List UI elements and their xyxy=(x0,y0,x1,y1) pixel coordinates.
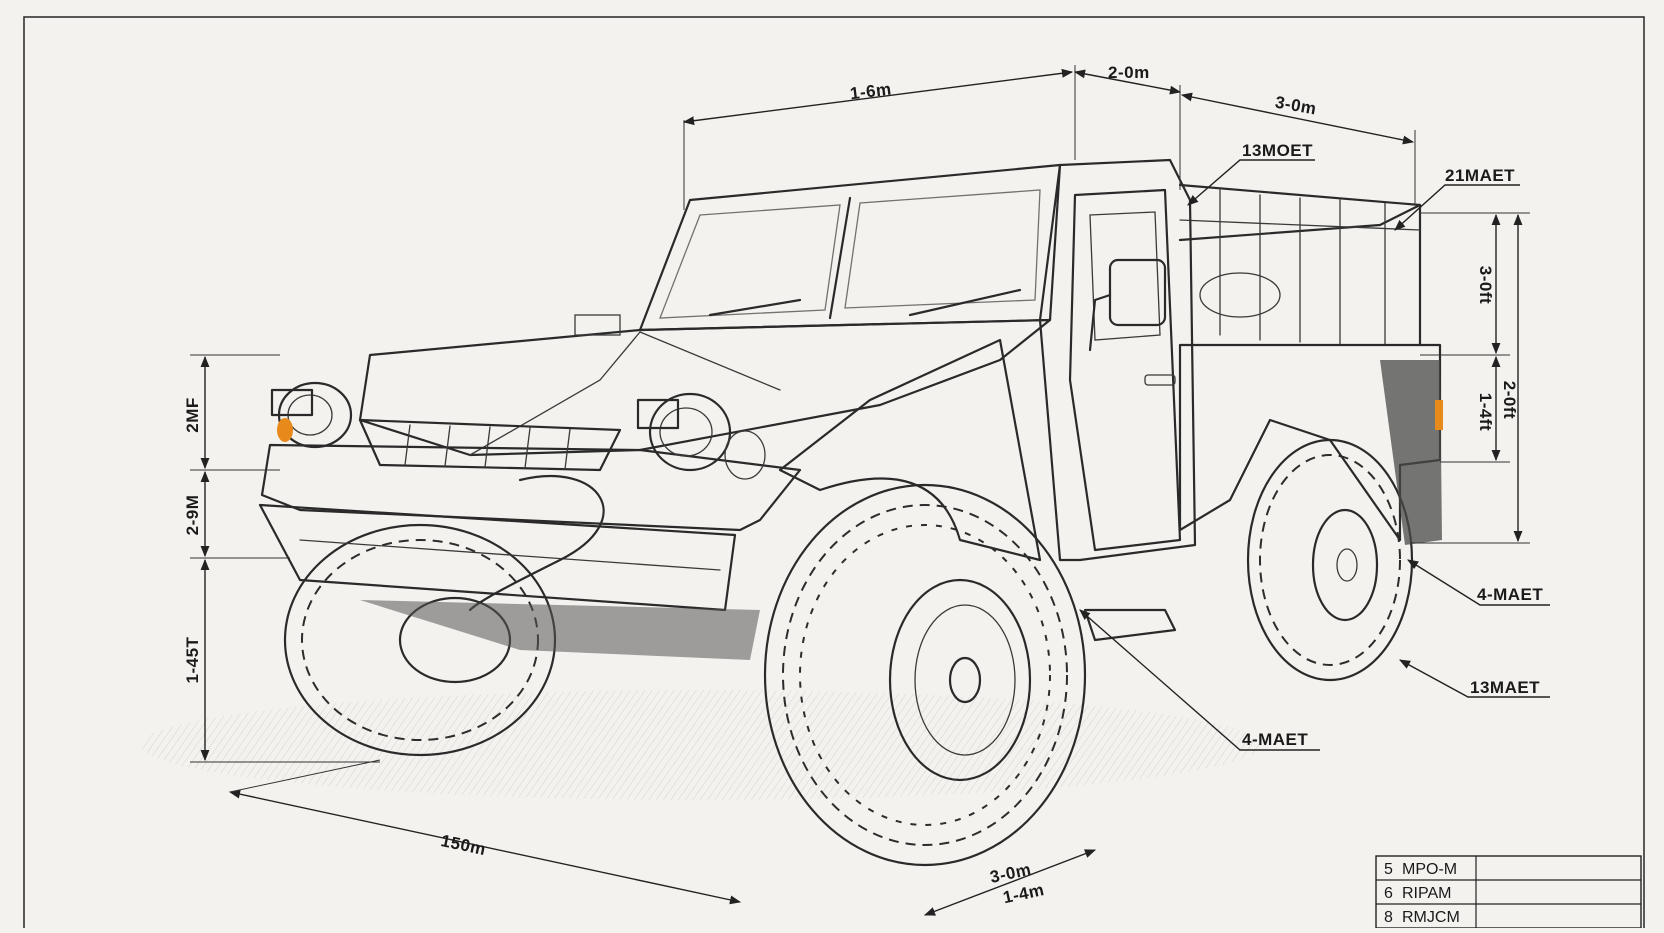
callout-roll-cage: 21MAET xyxy=(1445,166,1515,185)
dim-line-bottom-length xyxy=(228,789,742,905)
dimension-lines xyxy=(190,65,1530,916)
dim-label-right-upper: 3-0ft xyxy=(1476,266,1495,304)
right-headlight xyxy=(636,392,766,480)
dim-label-left-lower: 1-45T xyxy=(183,636,202,683)
rear-wheel xyxy=(1246,438,1414,682)
front-right-wheel xyxy=(763,483,1087,867)
dim-label-left-upper: 2MF xyxy=(183,397,202,433)
title-block-row1-text: MPO-M xyxy=(1402,861,1457,878)
title-block-row2-num: 6 xyxy=(1384,885,1393,902)
dim-line-top-mid xyxy=(1073,69,1182,95)
vehicle-body xyxy=(258,158,1443,867)
roll-cage xyxy=(1178,183,1422,347)
callout-rear-wheel-upper: 4-MAET xyxy=(1477,585,1543,604)
title-block-row2-text: RIPAM xyxy=(1402,885,1451,902)
dim-line-bottom-width xyxy=(923,849,1097,916)
dim-label-right-lower-a: 1-4ft xyxy=(1476,393,1495,431)
dim-label-top-left: 1-6m xyxy=(849,79,893,103)
callout-door-pillar: 13MOET xyxy=(1242,141,1313,160)
dim-line-top-left xyxy=(682,68,1074,126)
title-block-row3-text: RMJCM xyxy=(1402,909,1460,926)
front-bumper xyxy=(258,474,737,612)
dim-label-top-mid: 2-0m xyxy=(1108,63,1150,82)
left-headlight xyxy=(270,381,353,449)
callout-rear-wheel-lower: 13MAET xyxy=(1470,678,1540,697)
sheet-border xyxy=(23,16,1645,933)
dim-label-left-mid: 2-9M xyxy=(183,495,202,536)
dim-label-bottom-width-b: 1-4m xyxy=(1001,880,1046,907)
grille xyxy=(358,418,622,472)
dim-label-right-lower-b: 2-0ft xyxy=(1500,381,1519,419)
callout-front-wheel: 4-MAET xyxy=(1242,730,1308,749)
title-block-row1-num: 5 xyxy=(1384,861,1393,878)
dim-line-top-right xyxy=(1180,92,1415,145)
title-block-row3-num: 8 xyxy=(1384,909,1393,926)
title-block: 5 MPO-M 6 RIPAM 8 RMJCM xyxy=(1375,855,1642,929)
dim-label-bottom-length: 150m xyxy=(439,831,487,859)
ground-shadow xyxy=(140,690,1260,800)
callout-leaders xyxy=(1079,159,1550,751)
